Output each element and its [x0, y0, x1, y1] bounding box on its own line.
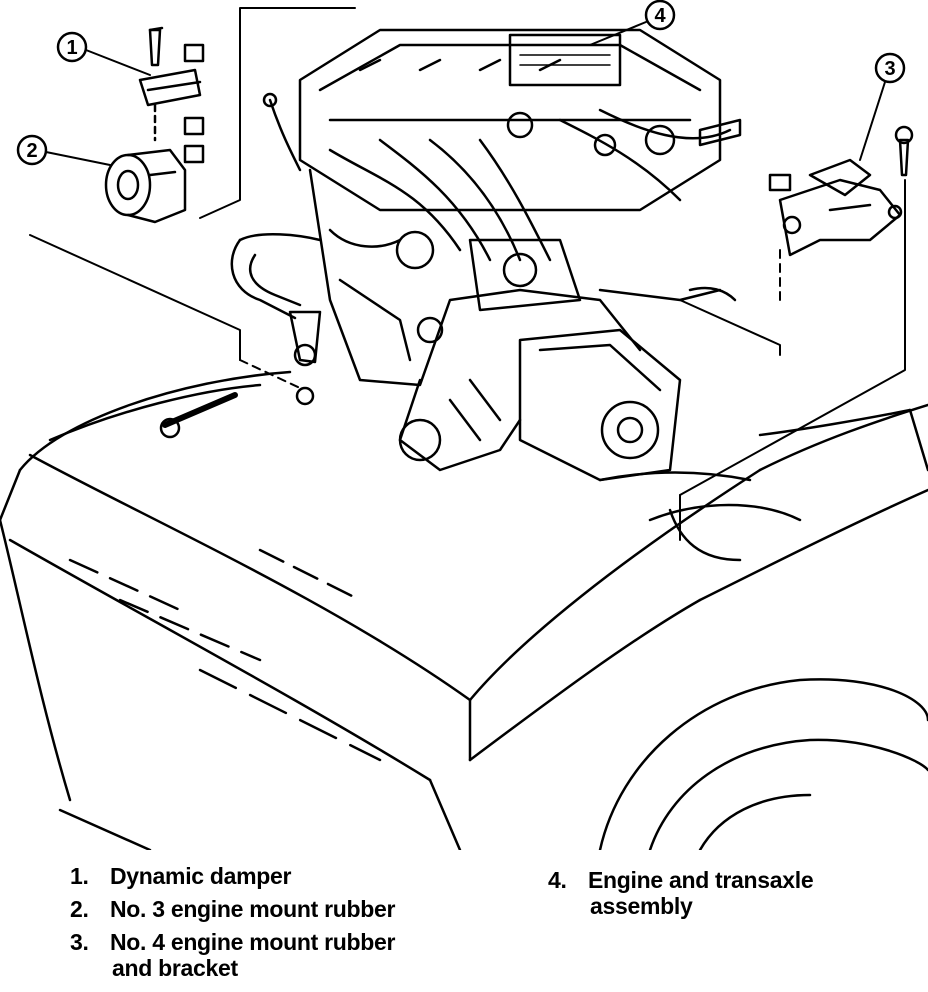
legend-number: 3.	[70, 929, 89, 955]
no3-mount-rubber-part	[104, 148, 187, 224]
dynamic-damper-part	[138, 26, 205, 164]
legend-number: 1.	[70, 863, 89, 889]
legend-label: Dynamic damper	[110, 863, 292, 889]
legend-number: 2.	[70, 896, 89, 922]
engine-transaxle-assembly	[159, 28, 742, 482]
parts-legend: 1. Dynamic damper 2. No. 3 engine mount ru…	[0, 855, 928, 992]
legend-item-4: 4. Engine and transaxle assembly	[548, 867, 814, 919]
no4-mount-bracket-part	[768, 125, 914, 257]
engine-mount-diagram: 1 2 3 4	[0, 0, 928, 850]
legend-label: Engine and transaxle	[588, 867, 814, 893]
callout-number-1: 1	[66, 37, 77, 59]
callout-number-3: 3	[884, 58, 895, 80]
legend-item-3: 3. No. 4 engine mount rubber and bracket	[70, 929, 395, 981]
car-body	[0, 370, 928, 850]
legend-label: No. 4 engine mount rubber	[110, 929, 396, 955]
callout-number-2: 2	[26, 140, 37, 162]
legend-label: No. 3 engine mount rubber	[110, 896, 396, 922]
alignment-lines	[29, 7, 906, 541]
legend-label-continued: assembly	[590, 893, 693, 919]
legend-number: 4.	[548, 867, 567, 893]
callout-3	[859, 52, 906, 161]
legend-label-continued: and bracket	[112, 955, 238, 981]
legend-item-1: 1. Dynamic damper	[70, 863, 291, 889]
callout-4	[589, 0, 676, 46]
callout-1	[56, 31, 151, 76]
callout-number-4: 4	[654, 5, 666, 27]
legend-item-2: 2. No. 3 engine mount rubber	[70, 896, 395, 922]
callout-2	[16, 134, 111, 166]
